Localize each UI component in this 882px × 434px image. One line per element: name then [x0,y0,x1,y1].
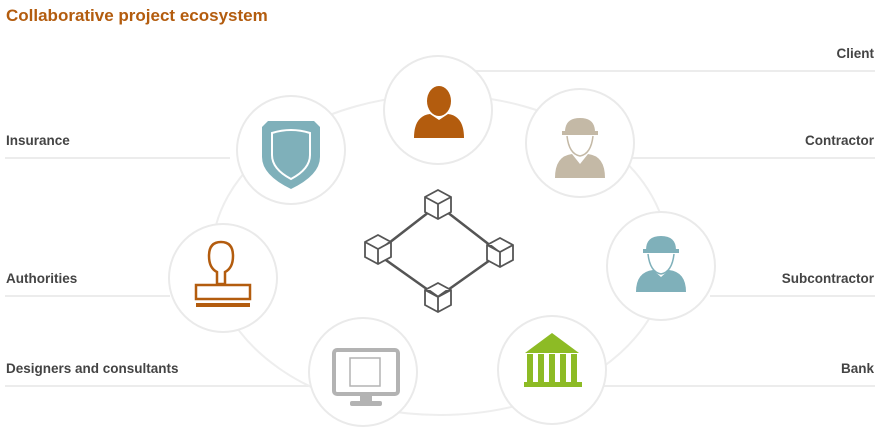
node-authorities [168,223,278,333]
node-subcontractor [606,211,716,321]
divider [5,385,310,387]
bank-icon [524,333,582,387]
label-subcontractor: Subcontractor [781,271,874,286]
label-authorities: Authorities [6,271,78,286]
label-designers: Designers and consultants [6,361,179,376]
label-contractor: Contractor [804,133,874,148]
divider [710,295,875,297]
label-bank: Bank [840,361,874,376]
divider [600,385,875,387]
block-icon [424,281,452,314]
label-client: Client [836,46,874,61]
stamp-icon [194,240,252,307]
divider [470,70,875,72]
divider [5,157,230,159]
person-icon [414,86,464,138]
block-icon [486,236,514,269]
worker-tie-icon [555,118,605,178]
block-icon [424,188,452,221]
monitor-blueprint-icon [332,348,400,406]
worker-icon [636,236,686,292]
node-designers [308,317,418,427]
page-title: Collaborative project ecosystem [6,6,268,25]
node-contractor [525,88,635,198]
label-insurance: Insurance [6,133,70,148]
shield-icon [262,121,320,189]
block-icon [364,233,392,266]
divider [5,295,170,297]
divider [630,157,875,159]
blockchain-network-icon [364,188,514,314]
